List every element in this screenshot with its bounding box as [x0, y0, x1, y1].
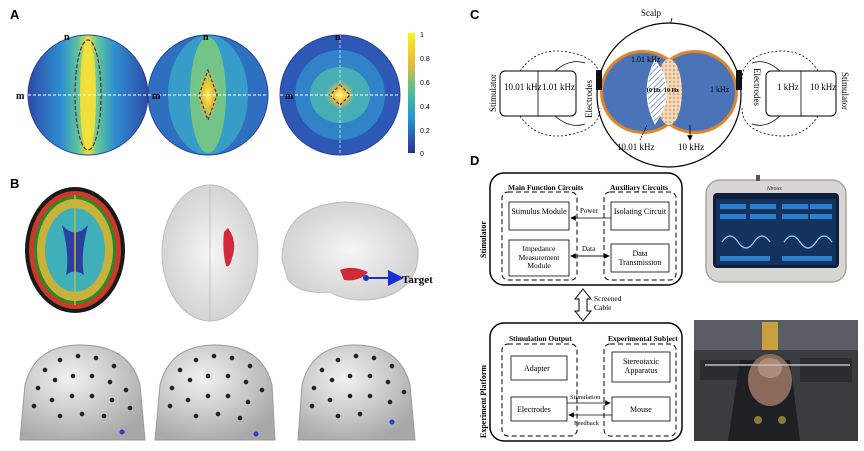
panel-a-map-1 [27, 34, 149, 156]
scalp-label: Scalp [641, 8, 661, 18]
isolating-circuit-label: Isolating Circuit [613, 207, 667, 216]
panel-label-c: C [470, 7, 480, 22]
left-freq-1-01: 1.01 kHz [542, 82, 575, 92]
electrodes-label-left: Electrodes [584, 80, 594, 118]
brain-side-view [281, 201, 419, 301]
scalp-circle [596, 22, 742, 168]
panel-a-map-2 [147, 34, 269, 156]
axis-n-label-3: n [335, 32, 341, 43]
bottom-freq-left: 10.01 kHz [617, 142, 655, 152]
target-label: Target [402, 274, 433, 286]
aux-circuits-heading: Auxiliary Circuits [610, 183, 668, 192]
exp-subject-heading: Experimental Subject [608, 334, 678, 343]
data-transmission-label: Data Transmission [618, 249, 662, 267]
axis-m-label-1: m [16, 91, 25, 102]
axis-m-label-2: m [152, 91, 161, 102]
feedback-arrow-label: Feedback [574, 420, 600, 427]
head-electrodes-1 [19, 344, 146, 441]
stimulation-arrow-label: Stimulation [570, 394, 601, 401]
stimulator-block [489, 172, 683, 286]
screened-cable-arrow [573, 288, 593, 322]
stimulus-module-box: Stimulus Module [511, 207, 567, 216]
stimulator-right [741, 50, 837, 137]
stimulator-label-left: Stimulator [488, 74, 498, 112]
electrodes-box-label: Electrodes [517, 405, 551, 414]
right-freq-10: 10 kHz [810, 82, 836, 92]
stimulator-label-right: Stimulator [840, 72, 850, 110]
data-transmission-box: Data Transmission [618, 249, 662, 267]
screened-cable-label: Screened Cable [594, 294, 622, 312]
head-electrodes-2 [154, 344, 276, 441]
data-arrow-label: Data [582, 245, 596, 253]
experiment-platform-block [489, 322, 683, 442]
stimulator-left [499, 50, 601, 137]
colorbar-tick-0-4: 0.4 [420, 104, 430, 111]
screened-cable-box: Screened Cable [594, 294, 622, 312]
device-photo [694, 168, 858, 290]
inner-freq-1: 1 kHz [710, 85, 730, 94]
axis-n-label-2: n [203, 32, 209, 43]
adapter-label: Adapter [524, 364, 550, 373]
mouse-experiment-photo [694, 320, 858, 441]
main-circuits-heading: Main Function Circuits [508, 183, 583, 192]
bottom-freq-right: 10 kHz [678, 142, 704, 152]
beat-freq-left: 10 Hz [646, 88, 661, 94]
stimulus-module-label: Stimulus Module [511, 207, 567, 216]
device-brand: Ntrous [767, 186, 782, 192]
stereotaxic-box: Stereotaxic Apparatus [623, 357, 659, 375]
left-freq-10-01: 10.01 kHz [504, 82, 542, 92]
panel-label-d: D [470, 153, 479, 168]
stimulator-side-label: Stimulator [479, 221, 488, 258]
electrodes-label-right: Electrodes [752, 68, 762, 106]
beat-freq-right: 10 Hz [664, 88, 679, 94]
right-freq-1: 1 kHz [777, 82, 799, 92]
brain-top-view [161, 184, 259, 322]
colorbar-tick-0-6: 0.6 [420, 80, 430, 87]
colorbar-tick-0-2: 0.2 [420, 128, 430, 135]
stereotaxic-label: Stereotaxic Apparatus [623, 357, 659, 375]
panel-label-a: A [10, 7, 20, 22]
isolating-circuit-box: Isolating Circuit [613, 207, 667, 216]
colorbar-tick-0: 0 [420, 151, 424, 158]
panel-label-b: B [10, 176, 19, 191]
panel-a-map-3 [279, 34, 401, 156]
mouse-label: Mouse [630, 405, 652, 414]
platform-side-label: Experiment Platform [479, 365, 488, 438]
colorbar [408, 33, 415, 153]
power-arrow-label: Power [580, 207, 599, 215]
colorbar-tick-1: 1 [420, 32, 424, 39]
brain-mesh-slice [25, 187, 125, 313]
impedance-module-label: Impedance Measurement Module [518, 244, 560, 270]
axis-m-label-3: m [285, 91, 294, 102]
impedance-module-box: Impedance Measurement Module [518, 244, 560, 270]
head-electrodes-3 [297, 344, 416, 441]
axis-n-label-1: n [64, 32, 70, 43]
colorbar-tick-0-8: 0.8 [420, 56, 430, 63]
inner-freq-1-01: 1.01 kHz [631, 55, 661, 64]
stim-output-heading: Stimulation Output [509, 334, 572, 343]
